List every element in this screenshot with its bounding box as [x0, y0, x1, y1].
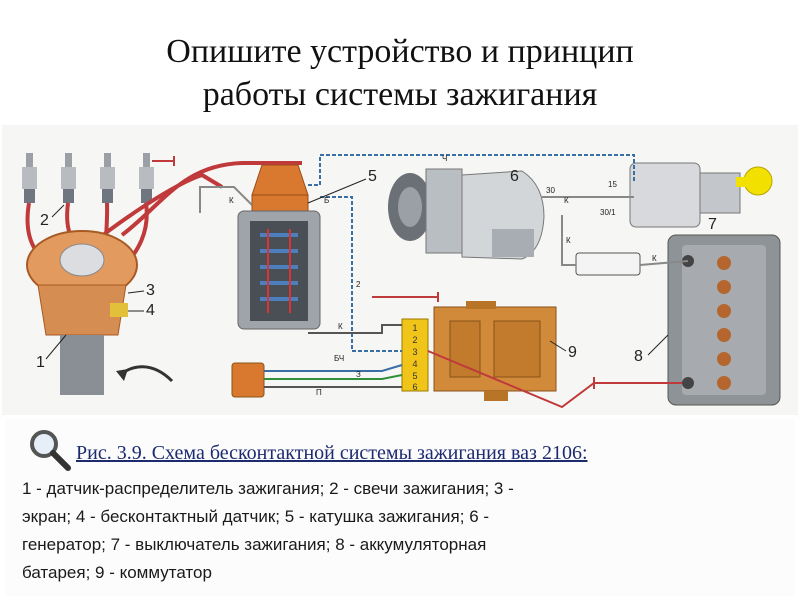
wire-label-k: К [338, 322, 343, 331]
wire-label-z: З [356, 370, 361, 379]
wire-label-k: К [229, 196, 234, 205]
legend-line: генератор; 7 - выключатель зажигания; 8 … [22, 535, 487, 554]
wire-label-b: Б [324, 196, 329, 205]
ignition-switch [629, 162, 773, 228]
spark-plugs [22, 153, 154, 203]
wire-label-ch: Ч [442, 154, 447, 163]
wire-label-k: К [564, 196, 569, 205]
low-voltage-wires [199, 154, 689, 409]
callout-8: 8 [634, 348, 643, 365]
slide-title-line-2: работы системы зажигания [202, 76, 598, 113]
terminal-label-15: 15 [608, 180, 617, 189]
terminal-label-30: 30 [546, 186, 555, 195]
wire-label-bch: БЧ [334, 354, 344, 363]
commutator [433, 301, 557, 401]
slide-title-line-1: Опишите устройство и принцип [166, 33, 634, 70]
generator [388, 168, 545, 260]
ignition-wiring-diagram: 1 2 3 4 5 6 К Б Ч 2 К 30 15 30/1 К К [2, 125, 798, 415]
legend-line: экран; 4 - бесконтактный датчик; 5 - кат… [22, 507, 490, 526]
legend-line: батарея; 9 - коммутатор [22, 563, 212, 582]
legend-line: 1 - датчик-распределитель зажигания; 2 -… [22, 479, 514, 498]
callout-2: 2 [40, 212, 49, 229]
connector-pin-label: 6 [412, 382, 417, 392]
spark-plug [100, 153, 115, 203]
spark-plug [139, 153, 154, 203]
callout-5: 5 [368, 168, 377, 185]
callout-3: 3 [146, 282, 155, 299]
battery [667, 234, 781, 406]
sensor-connector [231, 362, 265, 398]
callout-6: 6 [510, 168, 519, 185]
spark-plug [61, 153, 76, 203]
connector-pin-label: 2 [412, 335, 417, 345]
magnifier-icon [30, 430, 71, 471]
terminal-label-30-1: 30/1 [600, 208, 616, 217]
slide-title: Опишите устройство и принцип работы сист… [0, 30, 800, 116]
commutator-connector: 1 2 3 4 5 6 [401, 318, 429, 392]
wire-label-p: П [316, 388, 322, 397]
fuse-block [575, 252, 641, 276]
figure-caption: Рис. 3.9. Схема бесконтактной системы за… [6, 418, 794, 596]
callout-4: 4 [146, 302, 155, 319]
connector-pin-label: 4 [412, 359, 417, 369]
wire-label-2: 2 [356, 280, 361, 289]
ignition-key [736, 166, 773, 196]
ignition-distributor [26, 230, 138, 395]
spark-plug [22, 153, 37, 203]
connector-pin-label: 1 [412, 323, 417, 333]
connector-pin-label: 3 [412, 347, 417, 357]
connector-pin-label: 5 [412, 371, 417, 381]
wire-label-k: К [652, 254, 657, 263]
callout-1: 1 [36, 354, 45, 371]
figure-title: Рис. 3.9. Схема бесконтактной системы за… [76, 442, 588, 464]
ignition-coil [237, 164, 321, 330]
callout-9: 9 [568, 344, 577, 361]
figure-legend: 1 - датчик-распределитель зажигания; 2 -… [22, 475, 792, 587]
wire-label-k: К [566, 236, 571, 245]
callout-7: 7 [708, 216, 717, 233]
